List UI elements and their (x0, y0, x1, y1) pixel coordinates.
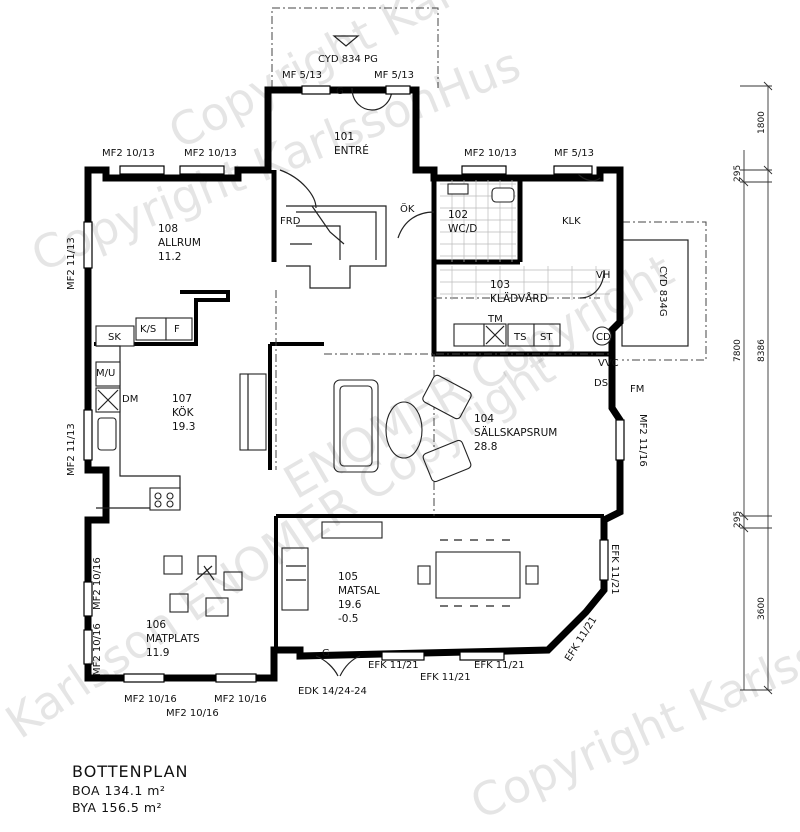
wc-tiles (397, 180, 610, 300)
title-block: BOTTENPLAN BOA 134.1 m² BYA 156.5 m² (72, 762, 188, 816)
win-east-1: MF2 11/16 (637, 414, 648, 467)
entrance-canopy (271, 7, 439, 88)
win-efk-1: EFK 11/21 (368, 660, 419, 671)
room-102-name: WC/D (448, 223, 477, 235)
win-nw-2: MF2 10/13 (184, 148, 237, 159)
laundry-appliances (453, 323, 612, 347)
win-south-2: MF2 10/16 (166, 708, 219, 719)
watermark-5: Copyright Karlsson (463, 604, 800, 830)
kitchen-cabinets (95, 317, 267, 511)
win-west-2: MF2 11/13 (66, 423, 77, 476)
dim-295-bottom: 295 (733, 511, 743, 528)
window-labels: CYD 834 PG MF 5/13 MF 5/13 MF2 10/13 MF2… (66, 54, 668, 719)
room-108-area: 11.2 (158, 251, 181, 263)
room-104-number: 104 (474, 413, 494, 425)
win-top-right: MF 5/13 (374, 70, 414, 81)
win-nw-1: MF2 10/13 (102, 148, 155, 159)
staircase (279, 169, 387, 289)
label-klk: KLK (562, 216, 581, 227)
room-104-area: 28.8 (474, 441, 497, 453)
door-bottom: EDK 14/24-24 (298, 686, 367, 697)
dim-7800: 7800 (733, 339, 743, 362)
win-efk-se1: EFK 11/21 (609, 544, 620, 595)
bya-area: BYA 156.5 m² (72, 800, 163, 815)
label-ok: ÖK (400, 202, 415, 215)
dim-1800: 1800 (757, 111, 767, 134)
room-106-area: 11.9 (146, 647, 169, 659)
win-efk-se2: EFK 11/21 (563, 615, 599, 664)
room-106-name: MATPLATS (146, 633, 200, 645)
dim-295-top: 295 (733, 165, 743, 182)
label-frd: FRD (280, 216, 301, 227)
dimension-lines (739, 81, 773, 695)
label-g-bottom: G (322, 648, 330, 659)
win-efk-2: EFK 11/21 (420, 672, 471, 683)
label-f: F (174, 324, 180, 335)
label-vvc: VVC (598, 358, 619, 369)
room-105-number: 105 (338, 571, 358, 583)
label-dm: DM (122, 394, 138, 405)
dimension-labels: 1800 295 7800 8386 295 3600 (733, 111, 767, 620)
label-ts: TS (513, 332, 526, 343)
label-tm: TM (487, 314, 503, 325)
room-101-name: ENTRÉ (334, 144, 369, 157)
win-sw-2: MF2 10/16 (92, 623, 103, 676)
room-108-number: 108 (158, 223, 178, 235)
label-mu: M/U (96, 368, 115, 379)
dim-3600: 3600 (757, 597, 767, 620)
living-furniture (333, 374, 472, 483)
room-105-level: -0.5 (338, 613, 359, 625)
label-vh: VH (596, 270, 610, 281)
room-107-area: 19.3 (172, 421, 195, 433)
room-102-number: 102 (448, 209, 468, 221)
room-105-area: 19.6 (338, 599, 362, 611)
boa-area: BOA 134.1 m² (72, 783, 166, 798)
win-south-1: MF2 10/16 (124, 694, 177, 705)
win-south-3: MF2 10/16 (214, 694, 267, 705)
dim-8386: 8386 (757, 339, 767, 362)
windows (83, 85, 625, 683)
room-103-name: KLÄDVÅRD (490, 292, 548, 305)
matplats-furniture (163, 555, 243, 617)
win-top-left: MF 5/13 (282, 70, 322, 81)
label-ds: DS (594, 378, 608, 389)
room-105-name: MATSAL (338, 585, 380, 597)
label-fm: FM (630, 384, 644, 395)
win-west-1: MF2 11/13 (66, 237, 77, 290)
room-103-number: 103 (490, 279, 510, 291)
room-labels: 101 ENTRÉ 102 WC/D 103 KLÄDVÅRD 104 SÄLL… (146, 131, 557, 659)
room-101-number: 101 (334, 131, 354, 143)
fixture-labels: FRD ÖK KLK SK K/S F M/U DM VH TM TS ST C… (96, 86, 644, 659)
room-104-name: SÄLLSKAPSRUM (474, 426, 557, 439)
room-108-name: ALLRUM (158, 237, 201, 249)
win-ne-2: MF 5/13 (554, 148, 594, 159)
win-efk-3: EFK 11/21 (474, 660, 525, 671)
label-cd: CD (596, 332, 611, 343)
dining-furniture (281, 521, 539, 611)
room-107-name: KÖK (172, 406, 195, 419)
plan-title: BOTTENPLAN (72, 762, 189, 781)
exterior-walls (84, 86, 624, 682)
door-east: CYD 834G (657, 266, 668, 317)
room-107-number: 107 (172, 393, 192, 405)
win-sw-1: MF2 10/16 (92, 557, 103, 610)
win-ne-1: MF2 10/13 (464, 148, 517, 159)
label-ks: K/S (140, 324, 156, 335)
room-106-number: 106 (146, 619, 166, 631)
label-g-top: G (336, 86, 344, 97)
label-st: ST (540, 332, 553, 343)
label-sk: SK (108, 332, 121, 343)
win-top-pg: CYD 834 PG (318, 54, 378, 65)
